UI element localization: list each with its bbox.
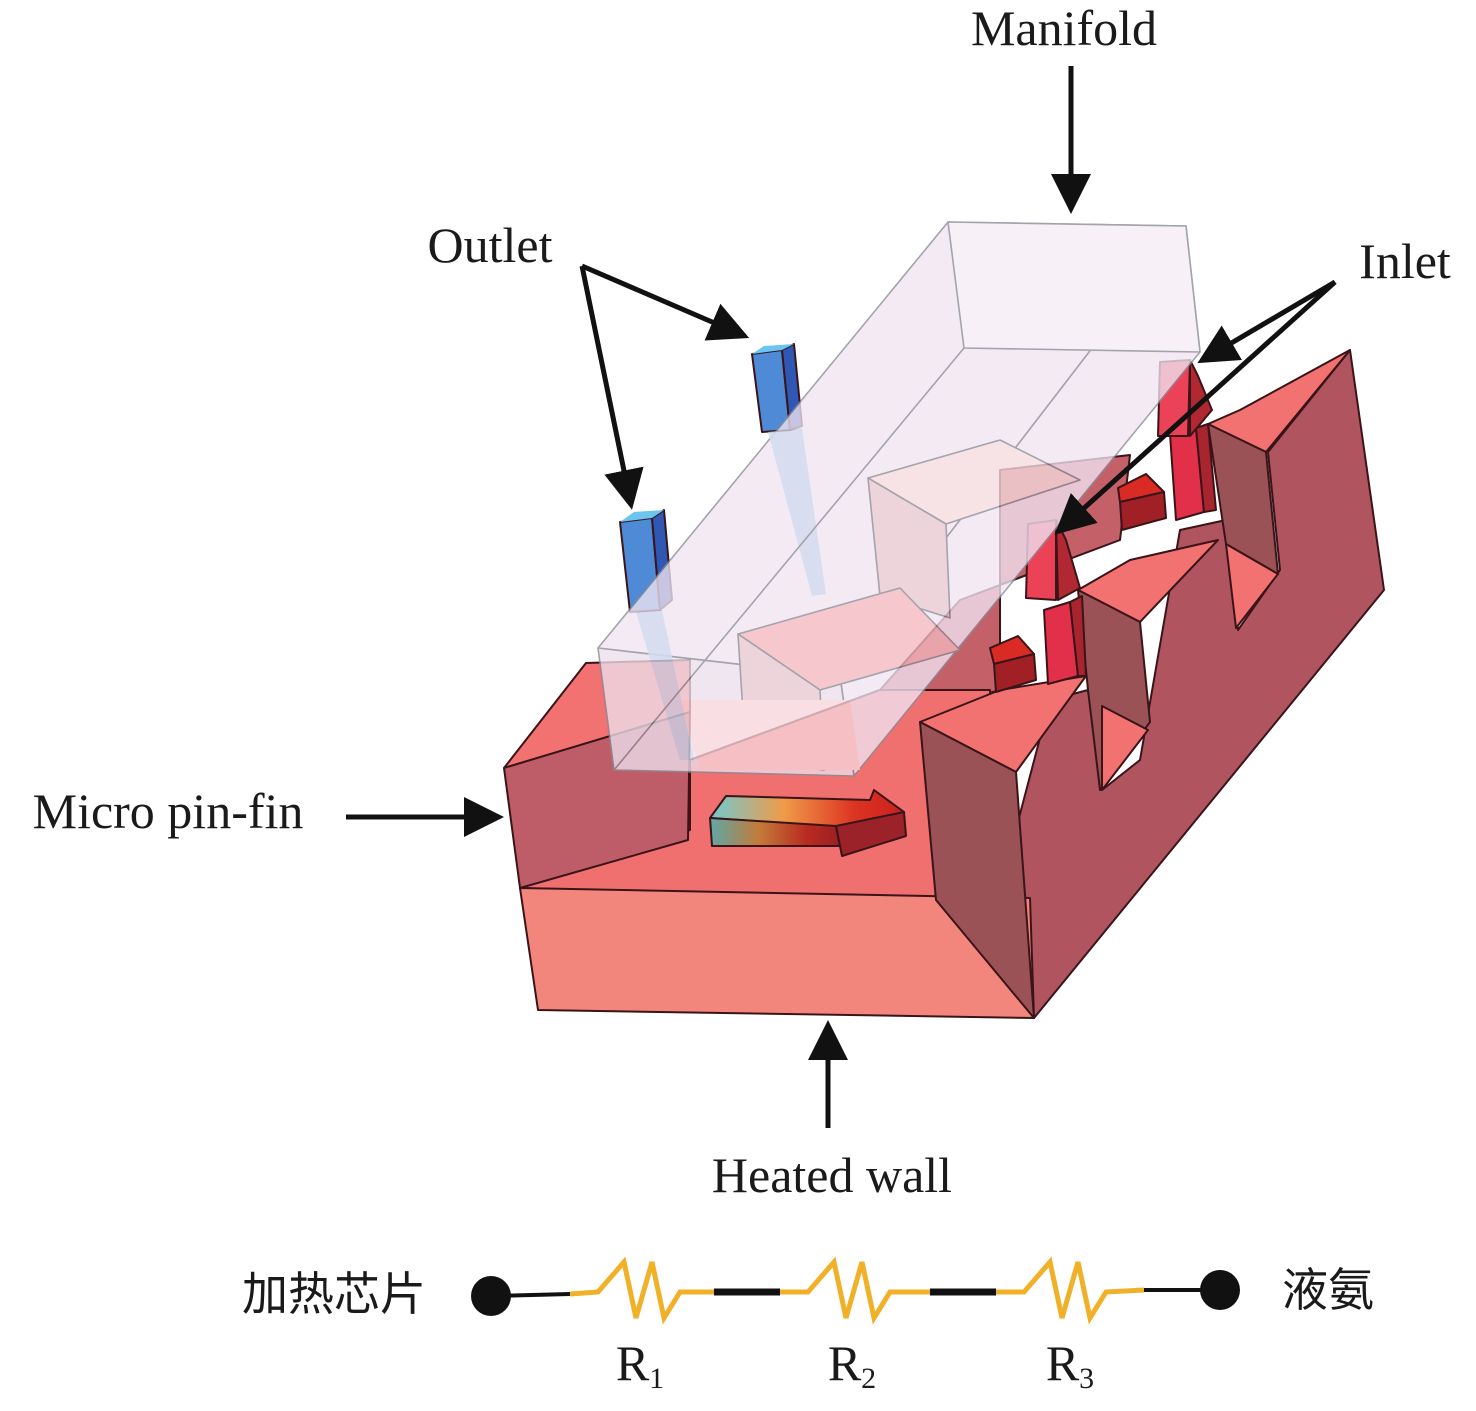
pin-fin-back-notch [1225,543,1279,629]
outlet-label: Outlet [428,217,553,273]
inlet-label: Inlet [1359,233,1451,289]
micro-pin-fin-label: Micro pin-fin [33,783,304,839]
inlet-pointer-1 [1197,279,1337,364]
resistor-r3 [996,1256,1145,1325]
resistance-network: 加热芯片 液氨 R1 R2 R3 [242,1256,1374,1395]
r3-label: R3 [1046,1335,1094,1395]
heated-wall-label: Heated wall [712,1147,952,1203]
channel-flow-arrow [709,789,907,857]
inlet-pointer-2 [1054,280,1337,535]
manifold [597,221,1201,777]
manifold-label: Manifold [971,0,1157,56]
pin-fin-mid-notch [1101,705,1149,791]
pin-fin-right-left-face [919,721,1035,1019]
outlet-pointer-2 [581,263,750,341]
resistor-r1 [569,1256,714,1325]
outlet-pointer-1 [579,265,644,510]
r2-label: R2 [828,1335,876,1395]
heated-chip-label: 加热芯片 [242,1267,426,1321]
resistor-r2 [780,1256,930,1325]
heat-sink-body [503,349,1385,1019]
liquid-ammonia-label: 液氨 [1282,1263,1374,1317]
annotation-arrows [346,66,1337,1128]
wire-left [490,1292,571,1298]
r1-label: R1 [616,1335,664,1395]
